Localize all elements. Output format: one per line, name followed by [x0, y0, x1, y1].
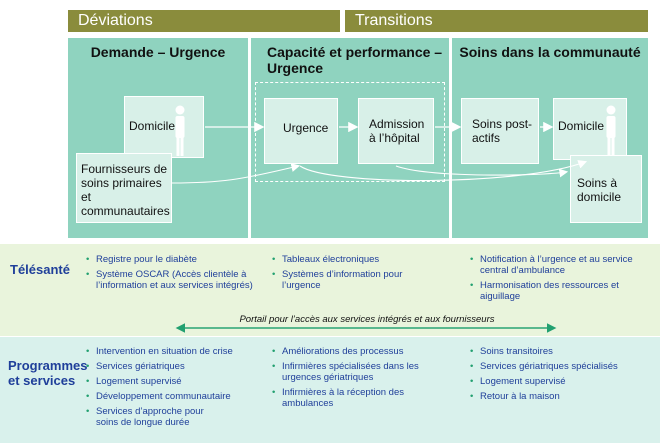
- box-admission: Admission à l’hôpital: [358, 98, 434, 164]
- programmes-title: Programmes et services: [8, 358, 88, 388]
- box-post-actifs: Soins post-actifs: [461, 98, 539, 164]
- list-item: Registre pour le diabète: [86, 254, 256, 265]
- list-item: Infirmières à la réception des ambulance…: [272, 387, 422, 409]
- box-admission-label: Admission à l’hôpital: [369, 117, 425, 145]
- programmes-col2-list: Améliorations des processus Infirmières …: [272, 346, 422, 413]
- programmes-col3-list: Soins transitoires Services gériatriques…: [470, 346, 645, 406]
- list-item: Améliorations des processus: [272, 346, 422, 357]
- box-post-actifs-label: Soins post-actifs: [472, 117, 533, 145]
- box-urgence-label: Urgence: [283, 121, 329, 135]
- list-item: Développement communautaire: [86, 391, 256, 402]
- list-item: Services gériatriques spécialisés: [470, 361, 645, 372]
- list-item: Logement supervisé: [86, 376, 256, 387]
- box-domicile-1: Domicile: [124, 96, 204, 158]
- list-item: Services gériatriques: [86, 361, 256, 372]
- column-demande-title: Demande – Urgence: [90, 44, 226, 60]
- header-deviations: Déviations: [68, 10, 340, 32]
- column-capacite-title: Capacité et performance – Urgence: [267, 44, 443, 76]
- telesante-title: Télésanté: [10, 262, 70, 277]
- column-communaute-title: Soins dans la communauté: [459, 44, 641, 60]
- portal-label: Portail pour l’accès aux services intégr…: [239, 314, 495, 325]
- box-soins-domicile-label: Soins à domicile: [577, 176, 622, 204]
- header-deviations-label: Déviations: [78, 12, 153, 29]
- box-fournisseurs: Fournisseurs de soins primaires et commu…: [76, 153, 172, 223]
- telesante-col3-list: Notification à l’urgence et au service c…: [470, 254, 645, 306]
- list-item: Systèmes d’information pour l’urgence: [272, 269, 422, 291]
- box-urgence: Urgence: [264, 98, 338, 164]
- list-item: Logement supervisé: [470, 376, 645, 387]
- list-item: Notification à l’urgence et au service c…: [470, 254, 645, 276]
- programmes-col1-list: Intervention en situation de crise Servi…: [86, 346, 256, 432]
- list-item: Système OSCAR (Accès clientèle à l’infor…: [86, 269, 256, 291]
- box-soins-domicile: Soins à domicile: [570, 155, 642, 223]
- box-fournisseurs-label: Fournisseurs de soins primaires et commu…: [81, 162, 170, 218]
- telesante-col2-list: Tableaux électroniques Systèmes d’inform…: [272, 254, 422, 295]
- list-item: Tableaux électroniques: [272, 254, 422, 265]
- header-transitions: Transitions: [345, 10, 648, 32]
- telesante-col1-list: Registre pour le diabète Système OSCAR (…: [86, 254, 256, 295]
- list-item: Intervention en situation de crise: [86, 346, 256, 357]
- box-domicile-2-label: Domicile: [558, 119, 605, 133]
- box-domicile-1-label: Domicile: [129, 119, 176, 133]
- list-item: Retour à la maison: [470, 391, 645, 402]
- list-item: Soins transitoires: [470, 346, 645, 357]
- list-item: Services d’approche pour soins de longue…: [86, 406, 226, 428]
- box-domicile-2: Domicile: [553, 98, 627, 160]
- list-item: Harmonisation des ressources et aiguilla…: [470, 280, 645, 302]
- list-item: Infirmières spécialisées dans les urgenc…: [272, 361, 422, 383]
- header-transitions-label: Transitions: [355, 12, 433, 29]
